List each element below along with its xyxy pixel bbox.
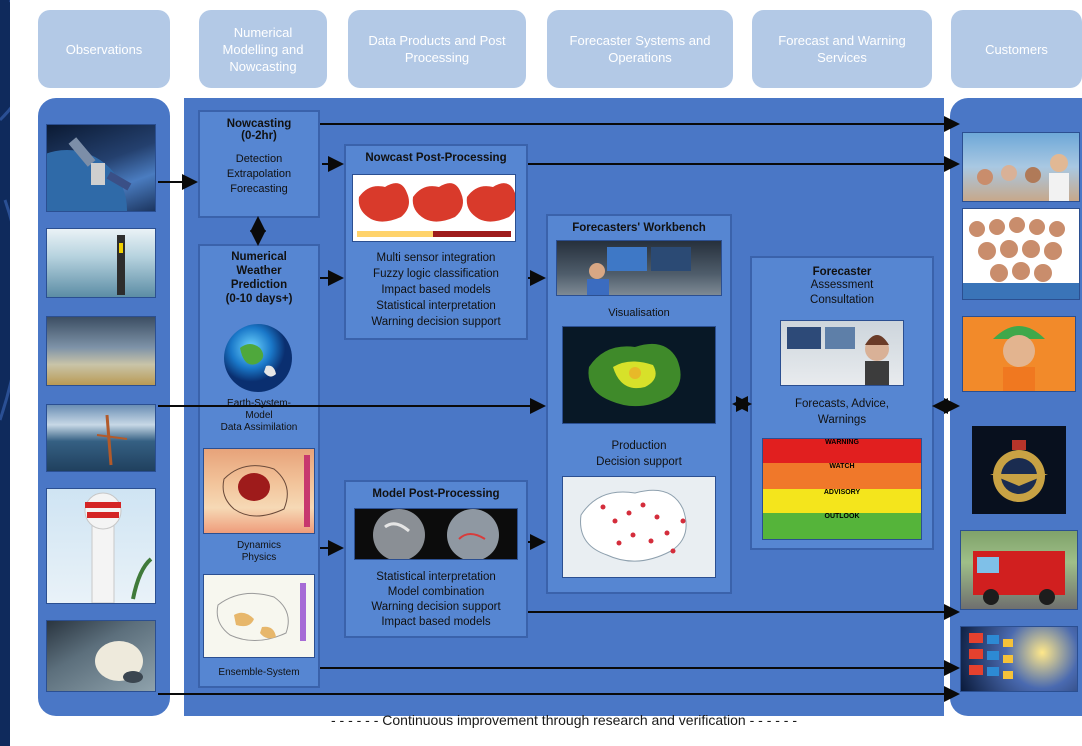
- nwp-model: Model: [245, 410, 273, 421]
- workbench-decision-support: Decision support: [596, 456, 682, 468]
- ensemble-map-image: [203, 574, 315, 658]
- customers-media-screens-image: [960, 626, 1078, 692]
- header-forecast-services: Forecast and Warning Services: [752, 10, 932, 88]
- nwp-ensemble-system: Ensemble-System: [218, 667, 300, 678]
- forecaster-title: Forecaster: [812, 266, 872, 278]
- storm-front-image: [46, 316, 156, 386]
- forecaster-person-image: [780, 320, 904, 386]
- nowcasting-extrapolation: Extrapolation: [226, 168, 292, 180]
- nowcast-pp-line-3: Impact based models: [381, 284, 491, 296]
- header-data-products: Data Products and Post Processing: [348, 10, 526, 88]
- customers-fire-truck-image: [960, 530, 1078, 610]
- nowcast-pp-line-2: Fuzzy logic classification: [373, 268, 499, 280]
- warning-level-outlook: OUTLOOK: [763, 513, 921, 539]
- header-customers: Customers: [951, 10, 1082, 88]
- nowcasting-range: (0-2hr): [241, 130, 277, 142]
- visualisation-map-image: [562, 326, 716, 424]
- nwp-title-3: Prediction: [230, 279, 288, 291]
- nowcasting-forecasting: Forecasting: [230, 183, 288, 195]
- model-pp-line-3: Warning decision support: [371, 601, 501, 613]
- production-map-image: [562, 476, 716, 578]
- nowcast-pp-title: Nowcast Post-Processing: [365, 152, 507, 164]
- header-numerical-modelling: Numerical Modelling and Nowcasting: [199, 10, 327, 88]
- nwp-data-assimilation: Data Assimilation: [220, 422, 298, 433]
- warning-level-warning: WARNING: [763, 439, 921, 463]
- customers-worker-image: [962, 316, 1076, 392]
- globe-image: [216, 322, 300, 394]
- satellite-image: [7, 124, 156, 270]
- warning-level-advisory: ADVISORY: [763, 489, 921, 513]
- workbench-title: Forecasters' Workbench: [572, 222, 706, 234]
- customers-crowd-image: [962, 208, 1080, 300]
- customers-classroom-image: [962, 132, 1080, 202]
- nowcast-pp-line-4: Statistical interpretation: [376, 300, 496, 312]
- nowcast-pp-line-1: Multi sensor integration: [376, 252, 496, 264]
- nwp-dynamics: Dynamics: [237, 540, 281, 551]
- ocean-buoy-image: [46, 228, 156, 298]
- nowcast-pp-line-5: Warning decision support: [371, 316, 501, 328]
- raaf-emblem-image: [972, 426, 1066, 514]
- warning-level-watch: WATCH: [763, 463, 921, 489]
- forecaster-output-1: Forecasts, Advice,: [795, 398, 889, 410]
- nwp-title-2: Weather: [236, 265, 282, 277]
- warning-levels-chart: WARNING WATCH ADVISORY OUTLOOK: [762, 438, 922, 540]
- workbench-visualisation: Visualisation: [608, 307, 670, 319]
- model-pp-line-2: Model combination: [387, 586, 485, 598]
- model-pp-line-1: Statistical interpretation: [376, 571, 496, 583]
- forecaster-assessment: Assessment: [810, 279, 874, 291]
- nwp-title-1: Numerical: [231, 251, 287, 263]
- header-forecaster-systems: Forecaster Systems and Operations: [547, 10, 733, 88]
- dynamics-map-image: [203, 448, 315, 534]
- forecaster-output-2: Warnings: [817, 414, 867, 426]
- nowcasting-title: Nowcasting: [226, 118, 292, 130]
- nwp-title-4: (0-10 days+): [225, 293, 293, 305]
- cyclone-satellite-image: [46, 620, 156, 692]
- forecaster-consultation: Consultation: [810, 294, 874, 306]
- model-pp-title: Model Post-Processing: [372, 488, 500, 500]
- model-pp-line-4: Impact based models: [381, 616, 491, 628]
- australia-probability-maps: [352, 174, 517, 242]
- ship-at-sea-image: [46, 404, 156, 472]
- workbench-desk-image: [556, 240, 722, 296]
- nwp-physics: Physics: [241, 552, 277, 563]
- workbench-production: Production: [611, 440, 667, 452]
- footer-continuous-improvement: - - - - - - Continuous improvement throu…: [330, 712, 798, 728]
- nwp-earth-system: Earth-System-: [227, 398, 291, 409]
- nowcasting-detection: Detection: [235, 153, 283, 165]
- header-observations: Observations: [38, 10, 170, 88]
- model-globes-image: [354, 508, 518, 561]
- nowcasting-box: Nowcasting (0-2hr) Detection Extrapolati…: [198, 110, 320, 218]
- radar-tower-image: [46, 488, 156, 604]
